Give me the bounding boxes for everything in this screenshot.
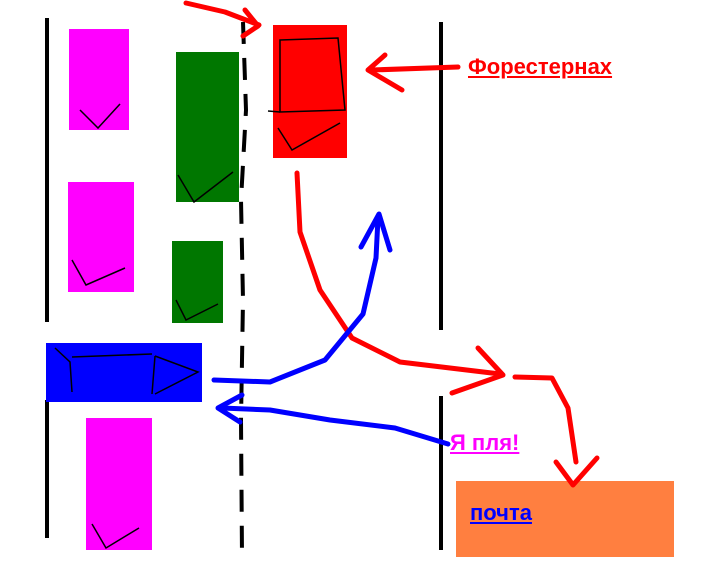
ya-plya-label: Я пля! xyxy=(450,430,520,455)
red-path-to-post xyxy=(294,170,600,488)
parked-car-magenta-2 xyxy=(68,182,134,292)
parked-car-magenta-3 xyxy=(86,418,152,550)
green-car-1 xyxy=(176,52,239,204)
post-office-label: почта xyxy=(470,500,532,525)
forester-label: Форестернах xyxy=(468,54,613,79)
red-arrow-to-forester xyxy=(365,52,461,93)
blue-arrow-back xyxy=(215,392,451,447)
post-office-building xyxy=(456,481,674,557)
blue-car xyxy=(46,343,202,402)
red-arrow-top xyxy=(183,0,262,39)
blue-arrow-up xyxy=(211,211,393,385)
parked-car-magenta-1 xyxy=(69,29,129,130)
red-car-forester xyxy=(267,25,347,158)
center-dashed-line xyxy=(238,21,249,557)
green-car-2 xyxy=(172,241,223,323)
